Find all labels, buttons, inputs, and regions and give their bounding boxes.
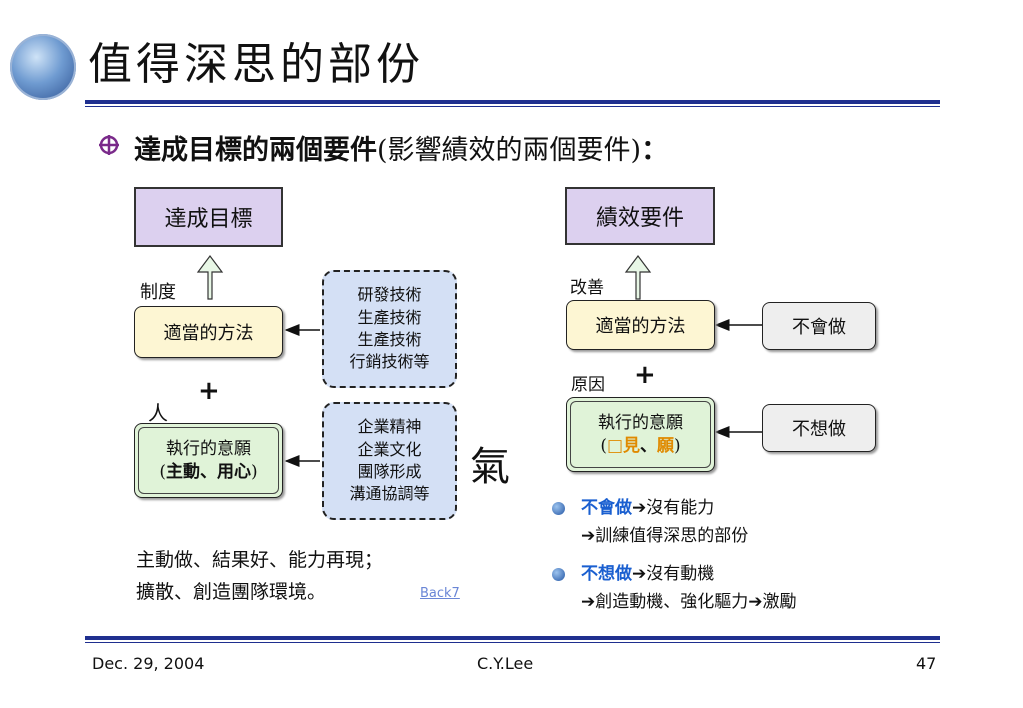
- right-bullet1: 不會做➔沒有能力: [581, 495, 714, 522]
- right-bullet2-sub: ➔創造動機、強化驅力➔激勵: [581, 592, 797, 612]
- footer-rule-thin: [85, 642, 940, 643]
- university-logo-icon: [10, 34, 76, 100]
- footer-page-number: 47: [916, 654, 937, 673]
- subtitle-paren: (影響績效的兩個要件): [377, 135, 642, 166]
- culture-item: 團隊形成: [357, 462, 422, 481]
- right-will-line1: 執行的意願: [598, 412, 683, 433]
- left-will-bold: 主動、用心: [166, 461, 251, 482]
- footer-date: Dec. 29, 2004: [92, 654, 205, 673]
- label-improve: 改善: [570, 278, 604, 298]
- bullet1-rest: ➔沒有能力: [632, 498, 715, 518]
- unwilling-box: 不想做: [762, 404, 876, 452]
- bullet2-rest: ➔沒有動機: [632, 564, 715, 584]
- right-plus: +: [634, 360, 656, 390]
- left-note-line2: 擴散、創造團隊環境。: [136, 581, 327, 603]
- footer-rule-thick: [85, 636, 940, 640]
- title-rule-thin: [85, 106, 940, 107]
- subtitle-colon: ：: [641, 135, 669, 166]
- right-will-see: 見: [623, 435, 641, 456]
- title-rule-thick: [85, 100, 940, 104]
- bullet2-key: 不想做: [581, 564, 632, 584]
- qi-character: 氣: [470, 444, 510, 490]
- subtitle-bold: 達成目標的兩個要件: [134, 135, 377, 166]
- bullet-dot-icon: [552, 502, 565, 515]
- right-will-close: ): [674, 435, 681, 456]
- left-will-box: 執行的意願 (主動、用心): [134, 423, 283, 498]
- right-bullet2: 不想做➔沒有動機: [581, 561, 714, 588]
- bullet-dot-icon: [552, 568, 565, 581]
- cannot-box: 不會做: [762, 302, 876, 350]
- right-will-open: (: [600, 435, 607, 456]
- right-will-see-box: □: [606, 435, 624, 456]
- left-will-inner-border: [138, 427, 279, 494]
- culture-dashed-box: 企業精神 企業文化 團隊形成 溝通協調等: [322, 402, 457, 520]
- circle-cross-bullet-icon: [99, 135, 119, 155]
- label-person: 人: [148, 401, 168, 425]
- left-goal-box: 達成目標: [134, 187, 283, 247]
- left-will-open: (: [159, 461, 166, 482]
- culture-item: 企業文化: [357, 439, 422, 459]
- label-system: 制度: [140, 282, 176, 303]
- page-title: 值得深思的部份: [88, 39, 424, 90]
- subtitle: 達成目標的兩個要件(影響績效的兩個要件)：: [134, 128, 668, 167]
- left-will-close: ): [251, 461, 258, 482]
- right-method-box: 適當的方法: [566, 300, 715, 350]
- left-will-line2: (主動、用心): [159, 461, 257, 484]
- right-bullet1-sub: ➔訓練值得深思的部份: [581, 526, 749, 546]
- right-will-box: 執行的意願 (□見、願): [566, 397, 715, 472]
- footer-author: C.Y.Lee: [477, 654, 534, 673]
- right-will-inner-border: [570, 401, 711, 468]
- left-up-arrow-icon: [196, 255, 224, 300]
- left-method-box: 適當的方法: [134, 306, 283, 358]
- right-goal-box: 績效要件: [565, 187, 715, 245]
- back7-link[interactable]: Back7: [420, 586, 460, 601]
- left-plus: +: [198, 376, 220, 406]
- tech-item: 生產技術: [357, 307, 422, 327]
- right-will-line2: (□見、願): [600, 435, 680, 458]
- left-will-line1: 執行的意願: [166, 438, 251, 459]
- tech-item: 研發技術: [357, 285, 422, 305]
- culture-item: 溝通協調等: [349, 484, 430, 504]
- left-note-line1: 主動做、結果好、能力再現；: [136, 549, 384, 571]
- tech-item: 行銷技術等: [349, 352, 430, 372]
- right-will-wish: 願: [657, 435, 675, 456]
- tech-item: 生產技術: [357, 330, 422, 349]
- right-up-arrow-icon: [624, 255, 652, 300]
- bullet1-key: 不會做: [581, 498, 632, 518]
- tech-dashed-box: 研發技術 生產技術 生產技術 行銷技術等: [322, 270, 457, 388]
- label-cause: 原因: [571, 375, 605, 395]
- right-will-sep: 、: [640, 435, 658, 456]
- culture-item: 企業精神: [357, 417, 422, 437]
